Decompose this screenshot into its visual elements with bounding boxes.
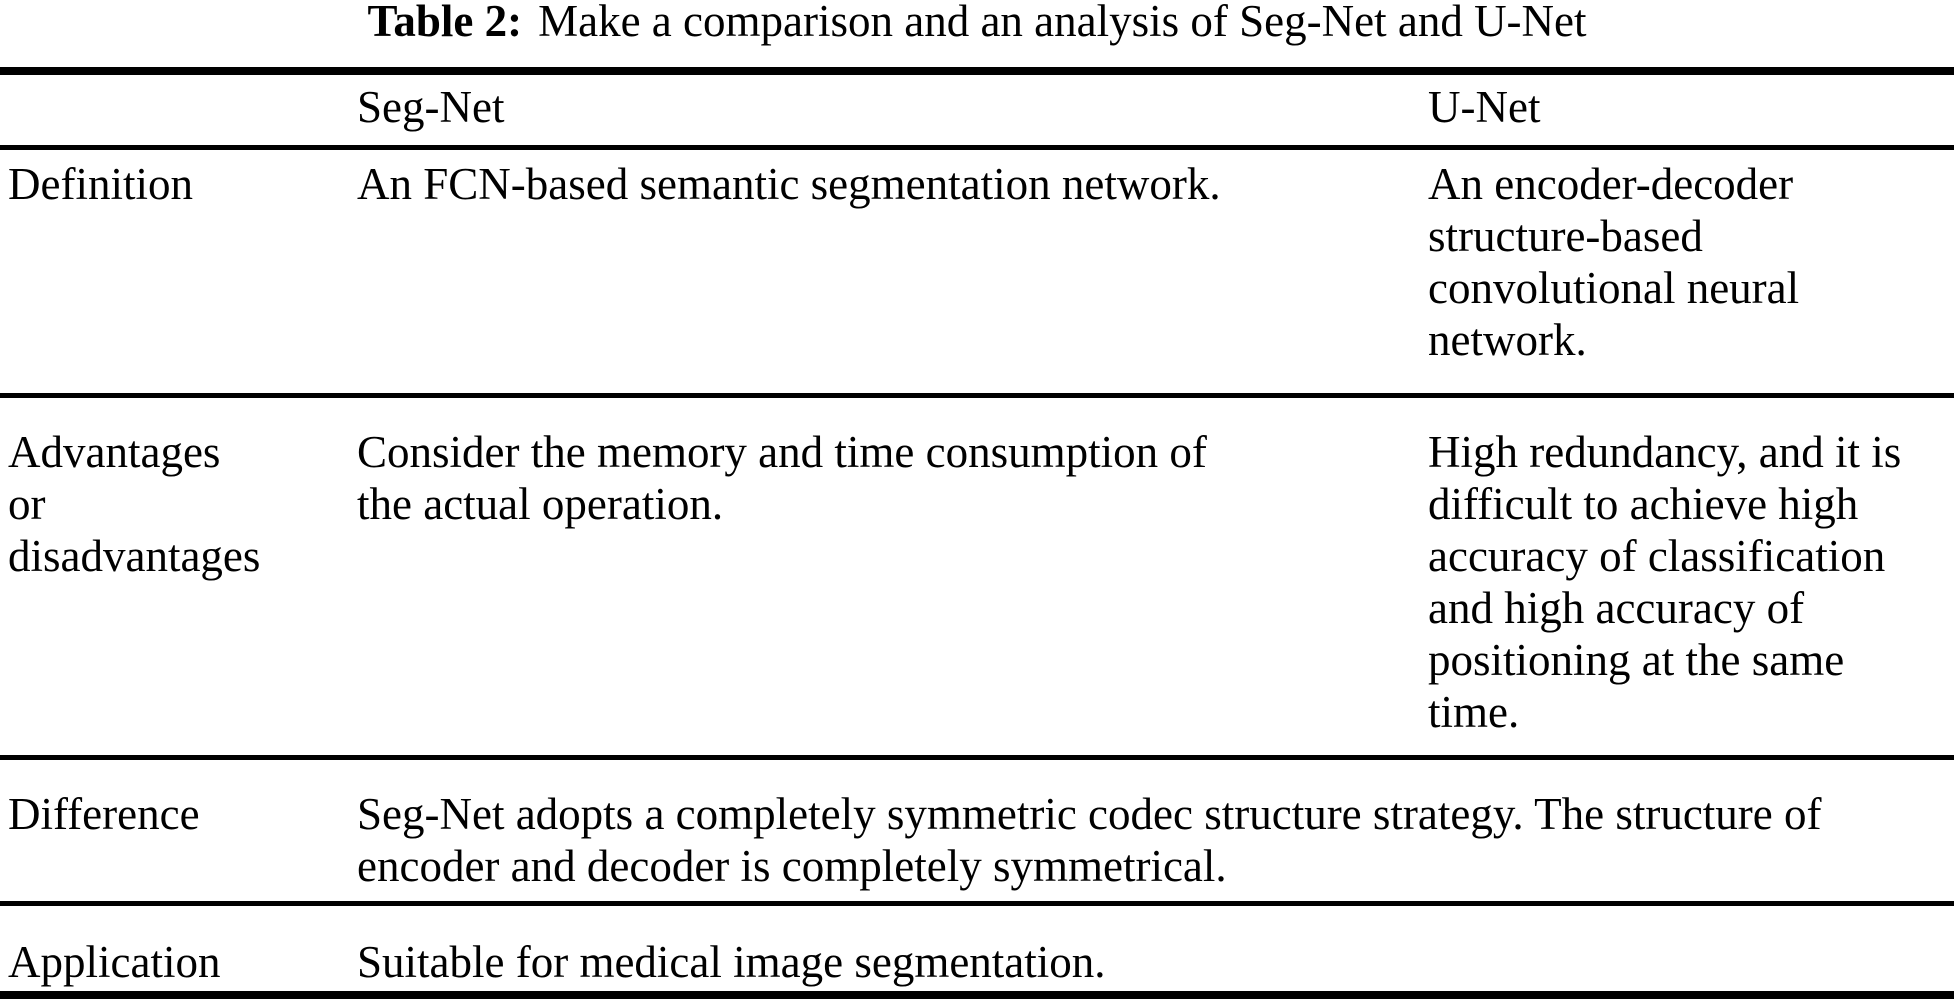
row-label-application: Application — [8, 937, 221, 987]
row-label-difference: Difference — [8, 789, 200, 839]
table-rule-below-definition — [0, 393, 1954, 398]
cell-advantages-unet: High redundancy, and it is difficult to … — [1428, 427, 1902, 737]
row-label-definition: Definition — [8, 159, 193, 209]
column-header-unet: U-Net — [1428, 82, 1541, 132]
table-rule-below-difference — [0, 901, 1954, 906]
table-caption-text: Make a comparison and an analysis of Seg… — [538, 0, 1587, 46]
cell-definition-segnet: An FCN-based semantic segmentation netwo… — [357, 159, 1221, 209]
column-header-segnet: Seg-Net — [357, 82, 505, 132]
cell-advantages-segnet: Consider the memory and time consumption… — [357, 427, 1207, 529]
table-rule-below-advantages — [0, 755, 1954, 760]
cell-definition-unet: An encoder-decoder structure-based convo… — [1428, 159, 1800, 365]
table-caption: Table 2: Make a comparison and an analysi… — [0, 0, 1954, 47]
table-rule-top — [0, 67, 1954, 75]
table-caption-number: Table 2: — [367, 0, 523, 46]
row-label-advantages: Advantages or disadvantages — [8, 427, 261, 581]
cell-difference-span: Seg-Net adopts a completely symmetric co… — [357, 789, 1822, 891]
table-rule-bottom — [0, 991, 1954, 999]
cell-application-span: Suitable for medical image segmentation. — [357, 937, 1106, 987]
table-rule-below-header — [0, 145, 1954, 150]
